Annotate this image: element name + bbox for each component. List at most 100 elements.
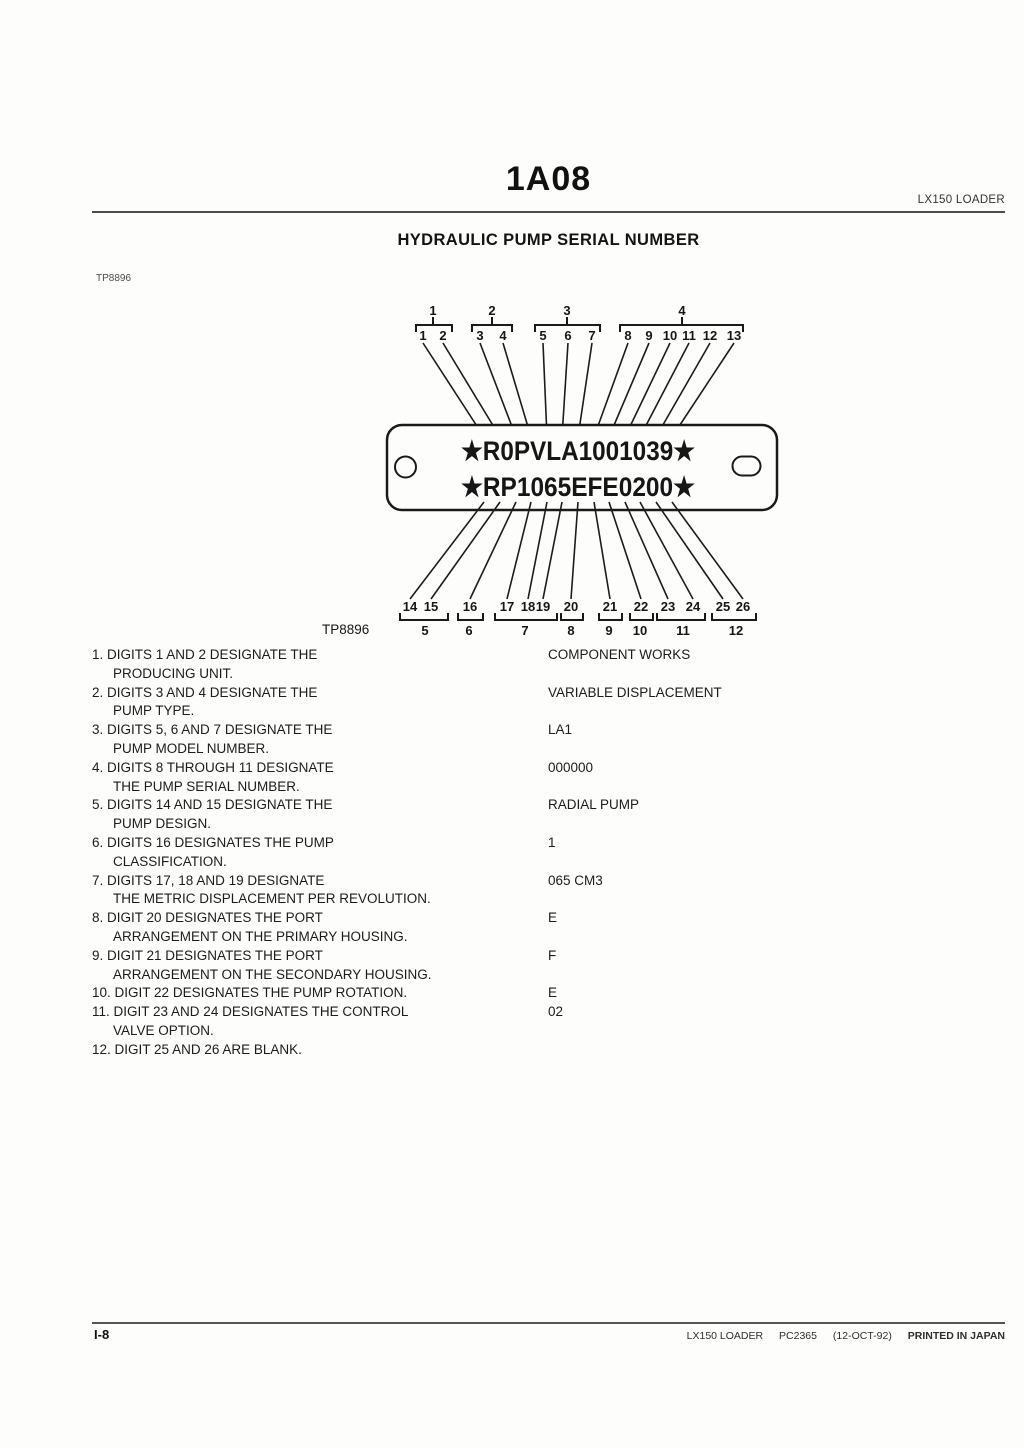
digit-position: 25 [716,599,730,614]
bottom-group-label: 8 [567,623,574,638]
digit-position: 8 [624,328,631,343]
legend-item-text-continued: PUMP DESIGN. [113,816,212,832]
bottom-group-label: 7 [521,623,528,638]
footer-printed-in: PRINTED IN JAPAN [907,1330,1005,1342]
bottom-group-label: 5 [421,623,428,638]
digit-position: 24 [686,599,701,614]
legend-item-text: DIGIT 21 DESIGNATES THE PORT [107,947,323,963]
digit-position: 6 [564,328,571,343]
legend-item: 1. DIGITS 1 AND 2 DESIGNATE THE PRODUCIN… [92,646,852,684]
figure-reference-diagram: TP8896 [322,622,369,637]
footer-model: LX150 LOADER [686,1330,764,1342]
legend-item-text-continued: VALVE OPTION. [113,1022,214,1038]
digit-position: 22 [634,599,648,614]
legend-item-text: DIGITS 1 AND 2 DESIGNATE THE [107,647,318,662]
legend-item-text-continued: THE PUMP SERIAL NUMBER. [113,778,300,794]
top-digit-positions: 1 2 3 4 5 6 7 8 9 10 11 12 13 [419,328,741,343]
legend-item-text: DIGITS 8 THROUGH 11 DESIGNATE [107,759,334,775]
header-rule [92,211,1005,213]
section-code: 1A08 [505,160,592,198]
digit-position: 18 [521,599,535,614]
bottom-group-label: 10 [633,623,647,638]
legend-item-text-continued: ARRANGEMENT ON THE PRIMARY HOUSING. [113,928,408,944]
legend-item: 2. DIGITS 3 AND 4 DESIGNATE THE PUMP TYP… [92,684,852,722]
legend-item-text: DIGIT 20 DESIGNATES THE PORT [107,910,323,926]
legend-item-text: DIGITS 5, 6 AND 7 DESIGNATE THE [107,722,333,738]
digit-position: 20 [564,599,578,614]
legend-item-number: 10. [92,985,111,1001]
bottom-group-label: 11 [676,623,690,638]
legend-item-number: 1. [92,647,104,662]
legend-item-text: DIGITS 17, 18 AND 19 DESIGNATE [107,872,325,888]
legend-item-number: 4. [92,759,104,775]
digit-position: 10 [663,328,677,343]
legend-item-value: COMPONENT WORKS [548,647,691,662]
legend-item-number: 3. [92,722,104,738]
serial-plate: ★R0PVLA1001039★ ★RP1065EFE0200★ [385,423,779,512]
legend-item-text-continued: PUMP TYPE. [113,703,195,719]
bottom-group-label: 9 [605,623,612,638]
figure-reference-top: TP8896 [96,273,132,284]
legend-item-text: DIGIT 25 AND 26 ARE BLANK. [114,1041,302,1057]
plate-outline [385,423,779,512]
plate-serial-line-2: ★RP1065EFE0200★ [461,472,695,502]
digit-position: 21 [603,599,617,614]
footer-date: (12-OCT-92) [832,1330,892,1342]
legend-item-text-continued: CLASSIFICATION. [113,853,227,869]
digit-position: 23 [661,599,675,614]
legend-item-text-continued: PRODUCING UNIT. [113,665,234,681]
digit-position: 3 [476,328,483,343]
legend-item: 7. DIGITS 17, 18 AND 19 DESIGNATE THE ME… [92,872,852,910]
digit-position: 7 [588,328,595,343]
footer-publication-info: LX150 LOADER PC2365 (12-OCT-92) PRINTED … [674,1330,1005,1342]
legend-item-value: 000000 [548,759,594,775]
top-group-label: 1 [429,303,436,318]
bottom-group-label: 6 [465,623,472,638]
page-title: HYDRAULIC PUMP SERIAL NUMBER [397,231,700,249]
footer-publication-code: PC2365 [779,1330,817,1342]
legend-item: 11. DIGIT 23 AND 24 DESIGNATES THE CONTR… [92,1003,852,1041]
bottom-digit-positions: 14 15 16 17 18 19 20 21 22 23 24 25 26 [403,599,750,614]
legend-item: 9. DIGIT 21 DESIGNATES THE PORT ARRANGEM… [92,947,852,985]
legend-item-text-continued: ARRANGEMENT ON THE SECONDARY HOUSING. [113,966,432,982]
top-group-labels: 1 2 3 4 [429,303,686,318]
legend-item-text: DIGITS 14 AND 15 DESIGNATE THE [107,797,333,813]
legend-item: 8. DIGIT 20 DESIGNATES THE PORT ARRANGEM… [92,909,852,947]
legend-item: 6. DIGITS 16 DESIGNATES THE PUMP CLASSIF… [92,834,852,872]
legend-item-number: 2. [92,684,104,700]
digit-position: 9 [645,328,652,343]
digit-position: 14 [403,599,418,614]
legend-item-text-continued: THE METRIC DISPLACEMENT PER REVOLUTION. [113,891,431,907]
legend-item-number: 5. [92,797,104,813]
footer-rule [92,1322,1005,1324]
digit-position: 4 [499,328,507,343]
legend-item-text: DIGITS 3 AND 4 DESIGNATE THE [107,684,318,700]
legend-item-number: 8. [92,910,104,926]
legend-item-value: 065 CM3 [548,872,603,888]
plate-serial-line-1: ★R0PVLA1001039★ [461,436,695,466]
digit-position: 19 [536,599,550,614]
legend-item-number: 12. [92,1041,111,1057]
legend-item: 5. DIGITS 14 AND 15 DESIGNATE THE PUMP D… [92,796,852,834]
legend-item-number: 6. [92,834,104,850]
legend-item-number: 11. [92,1004,110,1020]
legend-item-number: 9. [92,947,104,963]
legend-item: 10. DIGIT 22 DESIGNATES THE PUMP ROTATIO… [92,984,852,1003]
digit-legend-list: 1. DIGITS 1 AND 2 DESIGNATE THE PRODUCIN… [92,646,852,1060]
top-group-label: 2 [488,303,495,318]
top-group-label: 4 [678,303,686,318]
legend-item-value: E [548,985,558,1001]
legend-item-number: 7. [92,872,104,888]
legend-item-value: E [548,910,558,926]
bottom-leader-lines [409,501,744,600]
legend-item-text: DIGIT 22 DESIGNATES THE PUMP ROTATION. [114,985,408,1001]
legend-item-value: RADIAL PUMP [548,797,640,813]
page-number: I-8 [94,1327,110,1342]
legend-item-text: DIGITS 16 DESIGNATES THE PUMP [107,834,334,850]
legend-item: 4. DIGITS 8 THROUGH 11 DESIGNATE THE PUM… [92,759,852,797]
serial-number-plate-diagram: 1 2 3 4 1 2 3 4 5 6 7 8 9 10 11 12 13 [300,290,800,640]
digit-position: 15 [424,599,438,614]
legend-item: 3. DIGITS 5, 6 AND 7 DESIGNATE THE PUMP … [92,721,852,759]
plate-mounting-slot-right [731,455,762,477]
